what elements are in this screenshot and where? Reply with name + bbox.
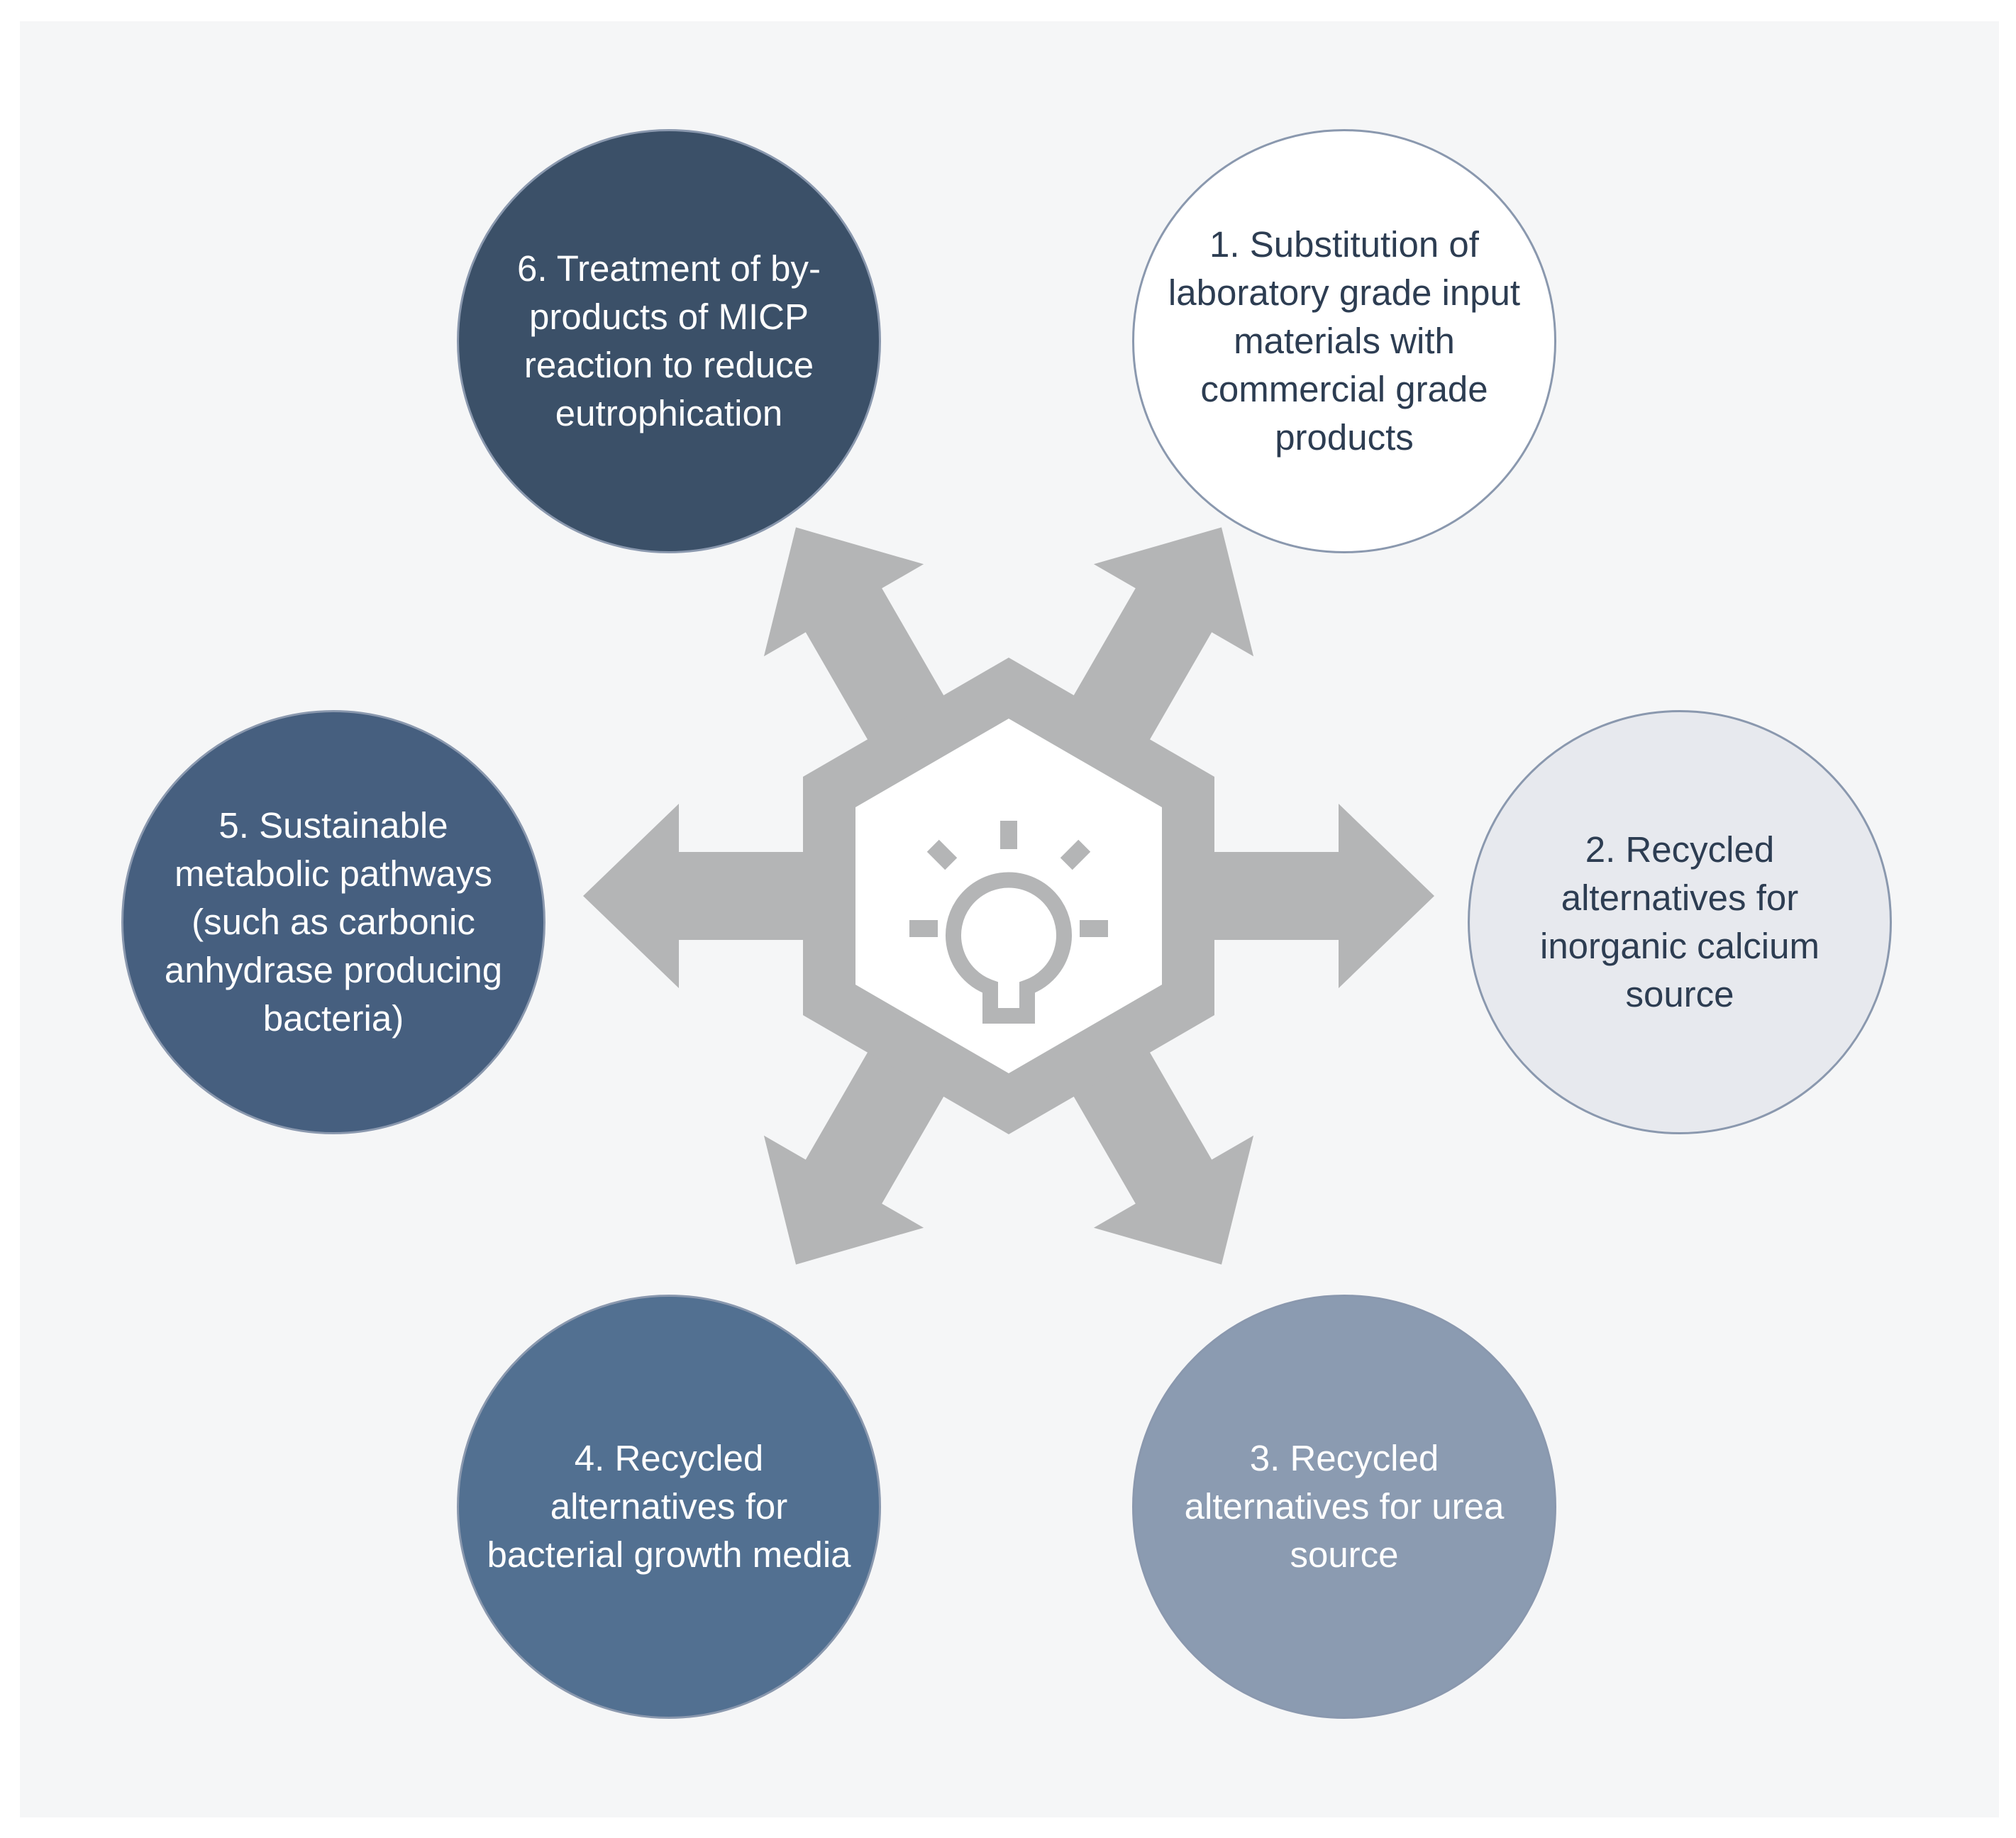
node-3-label: 3. Recycled alternatives for urea source (1184, 1438, 1505, 1575)
bulb-ray-upper-right (1060, 839, 1091, 870)
bulb-ray-upper-left (926, 839, 958, 870)
node-substitution-commercial-grade: 1. Substitution of laboratory grade inpu… (1132, 129, 1556, 553)
arrow-to-node-3 (1056, 1021, 1254, 1265)
arrows-layer (583, 527, 1434, 1265)
node-2-label: 2. Recycled alternatives for inorganic c… (1539, 829, 1820, 1014)
node-sustainable-metabolic-pathways: 5. Sustainable metabolic pathways (such … (121, 710, 545, 1134)
node-5-label: 5. Sustainable metabolic pathways (such … (164, 805, 503, 1039)
node-4-label: 4. Recycled alternatives for bacterial g… (487, 1438, 851, 1575)
node-6-label: 6. Treatment of by- products of MICP rea… (516, 248, 821, 433)
arrow-to-node-2 (1179, 804, 1434, 988)
node-recycled-calcium-source: 2. Recycled alternatives for inorganic c… (1468, 710, 1892, 1134)
node-recycled-urea-source: 3. Recycled alternatives for urea source (1132, 1295, 1556, 1719)
bulb-outline (946, 872, 1072, 1024)
arrow-to-node-5 (583, 804, 838, 988)
lightbulb-icon (909, 821, 1108, 1024)
bulb-ray-right (1080, 920, 1108, 937)
hub-inner-hexagon (855, 719, 1162, 1073)
node-recycled-growth-media: 4. Recycled alternatives for bacterial g… (457, 1295, 881, 1719)
arrow-to-node-6 (763, 527, 962, 771)
arrow-to-node-1 (1056, 527, 1254, 771)
bulb-ray-left (909, 920, 938, 937)
node-treatment-of-by-products: 6. Treatment of by- products of MICP rea… (457, 129, 881, 553)
node-1-label: 1. Substitution of laboratory grade inpu… (1168, 224, 1521, 458)
arrow-to-node-4 (763, 1021, 962, 1265)
bulb-ray-top (1000, 821, 1017, 849)
